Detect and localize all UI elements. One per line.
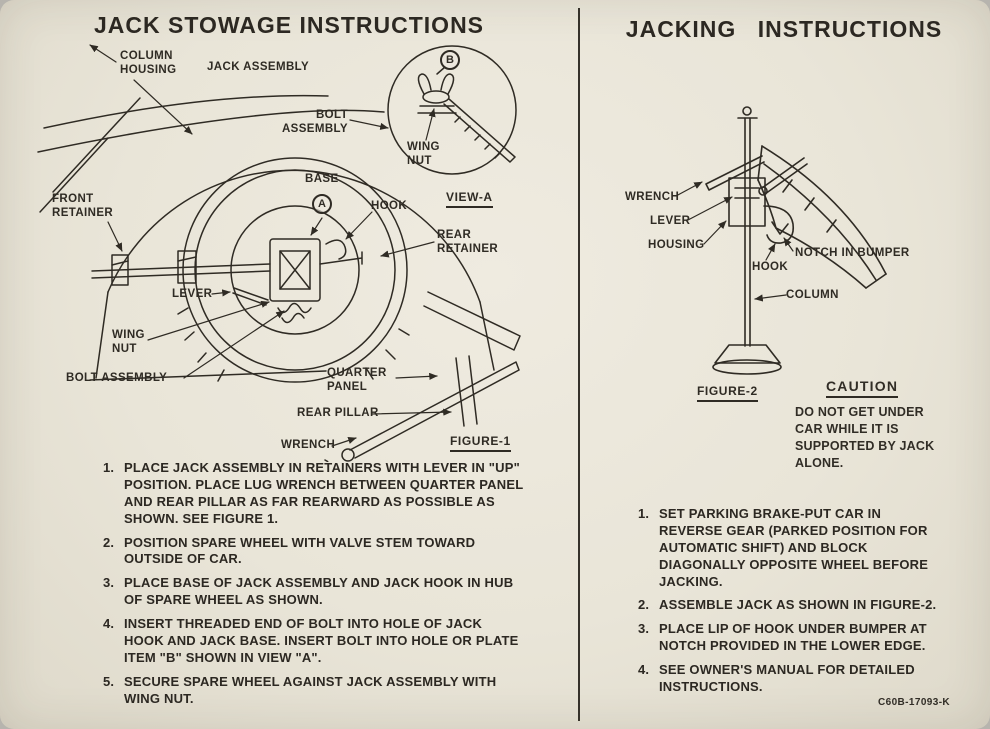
- step-number: 3.: [638, 621, 650, 637]
- label-housing: HOUSING: [648, 239, 705, 251]
- label-base: BASE: [305, 173, 339, 185]
- stowage-step-3: 3. PLACE BASE OF JACK ASSEMBLY AND JACK …: [103, 575, 525, 609]
- label-lever-jacking: LEVER: [650, 215, 691, 227]
- step-text: POSITION SPARE WHEEL WITH VALVE STEM TOW…: [124, 534, 476, 567]
- label-rear-pillar: REAR PILLAR: [297, 407, 379, 419]
- step-number: 5.: [103, 673, 115, 689]
- label-wrench-jacking: WRENCH: [625, 191, 680, 203]
- stowage-title: JACK STOWAGE INSTRUCTIONS: [93, 12, 485, 38]
- jacking-leader-lines: [675, 181, 794, 302]
- view-a-label: VIEW-A: [446, 190, 493, 208]
- label-notch-in-bumper: NOTCH IN BUMPER: [795, 247, 910, 259]
- step-number: 2.: [103, 534, 115, 550]
- step-number: 1.: [103, 460, 115, 475]
- label-quarter-panel: QUARTER PANEL: [327, 367, 387, 394]
- label-jack-assembly: JACK ASSEMBLY: [207, 61, 310, 73]
- step-text: SET PARKING BRAKE-PUT CAR IN REVERSE GEA…: [659, 506, 929, 589]
- label-wing-nut: WING NUT: [112, 329, 145, 356]
- step-text: ASSEMBLE JACK AS SHOWN IN FIGURE-2.: [659, 597, 937, 613]
- figure-1-label: FIGURE-1: [450, 434, 511, 452]
- figure-2-label: FIGURE-2: [697, 384, 758, 402]
- step-text: SEE OWNER'S MANUAL FOR DETAILED INSTRUCT…: [659, 662, 915, 695]
- step-number: 2.: [638, 597, 650, 613]
- stowage-leader-lines: [89, 44, 452, 447]
- stowage-step-2: 2. POSITION SPARE WHEEL WITH VALVE STEM …: [103, 535, 525, 569]
- step-text: INSERT THREADED END OF BOLT INTO HOLE OF…: [124, 616, 519, 665]
- label-column-housing: COLUMN HOUSING: [120, 50, 177, 77]
- label-lever: LEVER: [172, 288, 213, 300]
- jacking-step-4: 4. SEE OWNER'S MANUAL FOR DETAILED INSTR…: [638, 662, 940, 696]
- caution-title: CAUTION: [826, 378, 899, 398]
- label-wrench-stowage: WRENCH: [281, 439, 336, 451]
- step-number: 4.: [638, 662, 650, 678]
- panel-divider: [578, 8, 580, 721]
- step-text: SECURE SPARE WHEEL AGAINST JACK ASSEMBLY…: [124, 673, 497, 706]
- caution-text: DO NOT GET UNDER CAR WHILE IT IS SUPPORT…: [795, 405, 935, 470]
- label-hook-jacking: HOOK: [752, 261, 789, 273]
- part-number: C60B-17093-K: [878, 697, 951, 708]
- callout-a-badge: A: [312, 194, 332, 214]
- step-text: PLACE BASE OF JACK ASSEMBLY AND JACK HOO…: [124, 575, 514, 608]
- label-hook: HOOK: [371, 200, 408, 212]
- stowage-step-5: 5. SECURE SPARE WHEEL AGAINST JACK ASSEM…: [103, 674, 525, 708]
- wheel-well-sketch: [37, 45, 521, 462]
- jacking-steps: 1. SET PARKING BRAKE-PUT CAR IN REVERSE …: [638, 506, 940, 703]
- stowage-step-1: 1. PLACE JACK ASSEMBLY IN RETAINERS WITH…: [103, 460, 525, 528]
- stowage-diagram-art: [37, 44, 521, 462]
- label-column: COLUMN: [786, 289, 839, 301]
- jacking-diagram-art: [675, 106, 887, 375]
- step-number: 1.: [638, 506, 650, 521]
- step-number: 4.: [103, 616, 115, 632]
- step-number: 3.: [103, 575, 115, 591]
- stowage-step-4: 4. INSERT THREADED END OF BOLT INTO HOLE…: [103, 616, 525, 667]
- callout-b-badge: B: [440, 50, 460, 70]
- label-front-retainer: FRONT RETAINER: [52, 193, 114, 220]
- jacking-step-3: 3. PLACE LIP OF HOOK UNDER BUMPER AT NOT…: [638, 621, 940, 655]
- jacking-step-1: 1. SET PARKING BRAKE-PUT CAR IN REVERSE …: [638, 506, 940, 590]
- step-text: PLACE LIP OF HOOK UNDER BUMPER AT NOTCH …: [659, 621, 927, 654]
- label-bolt-assembly-bottom: BOLT ASSEMBLY: [66, 372, 168, 384]
- jacking-step-2: 2. ASSEMBLE JACK AS SHOWN IN FIGURE-2.: [638, 597, 940, 614]
- stowage-steps: 1. PLACE JACK ASSEMBLY IN RETAINERS WITH…: [103, 460, 525, 715]
- label-wing-nut-view: WING NUT: [407, 141, 440, 168]
- jacking-title: JACKING INSTRUCTIONS: [625, 16, 943, 42]
- label-rear-retainer: REAR RETAINER: [437, 229, 499, 256]
- step-text: PLACE JACK ASSEMBLY IN RETAINERS WITH LE…: [124, 460, 524, 526]
- bumper-jack-sketch: [705, 106, 887, 375]
- label-bolt-assembly-top: BOLT ASSEMBLY: [281, 109, 348, 136]
